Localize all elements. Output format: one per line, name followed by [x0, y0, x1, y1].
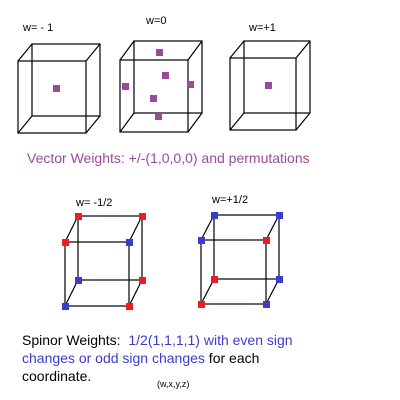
- spinor-weights-caption-line-2: changes or odd sign changes for each: [22, 350, 259, 366]
- vector-cube-label: w=0: [145, 15, 167, 27]
- weight-point: [265, 82, 272, 89]
- weight-point-red: [62, 239, 69, 246]
- spinor-caption-black-1: Spinor Weights:: [22, 332, 128, 348]
- weight-point: [150, 95, 157, 102]
- weight-point-red: [75, 213, 82, 220]
- vector-cube-label: w= - 1: [22, 22, 53, 34]
- weight-point: [53, 85, 60, 92]
- weight-point: [156, 49, 163, 56]
- vector-cube-w-plus-1: w=+1: [229, 22, 311, 131]
- weight-point: [187, 81, 194, 88]
- weight-point-red: [139, 213, 146, 220]
- weight-point-blue: [62, 303, 69, 310]
- weight-point-blue: [276, 276, 283, 283]
- vector-cube-w-0: w=0: [119, 15, 203, 133]
- weight-point: [162, 72, 169, 79]
- cube-wireframe: [64, 215, 143, 307]
- vector-weights-caption-text: Vector Weights: +/-(1,0,0,0) and permuta…: [27, 150, 310, 166]
- spinor-cube-label: w= -1/2: [75, 197, 112, 209]
- weight-point-red: [139, 277, 146, 284]
- weight-point-red: [211, 276, 218, 283]
- vector-cube-w-minus-1: w= - 1: [17, 22, 101, 134]
- spinor-caption-black-3: coordinate.: [22, 368, 91, 384]
- weight-point-blue: [211, 212, 218, 219]
- weight-point-blue: [263, 301, 270, 308]
- spinor-cube-w-minus-half: w= -1/2: [62, 197, 146, 310]
- weight-point: [122, 83, 129, 90]
- spinor-caption-black-2: for each: [205, 350, 259, 366]
- weight-point-blue: [75, 277, 82, 284]
- spinor-caption-blue-2: changes or odd sign changes: [22, 350, 205, 366]
- coordinate-order-note: (w,x,y,z): [157, 379, 189, 389]
- spinor-cube-w-plus-half: w=+1/2: [198, 194, 283, 308]
- spinor-caption-blue-1: 1/2(1,1,1,1) with even sign: [128, 332, 292, 348]
- vector-weights-caption: Vector Weights: +/-(1,0,0,0) and permuta…: [27, 150, 310, 166]
- spinor-weights-caption-line-1: Spinor Weights: 1/2(1,1,1,1) with even s…: [22, 332, 293, 348]
- vector-cube-label: w=+1: [248, 22, 276, 34]
- weight-point: [155, 113, 162, 120]
- cube-wireframe: [200, 214, 280, 305]
- weight-point-red: [126, 303, 133, 310]
- weight-point-blue: [198, 237, 205, 244]
- weight-point-red: [263, 237, 270, 244]
- cube-wireframe: [229, 40, 311, 131]
- weight-point-red: [198, 301, 205, 308]
- spinor-weights-caption-line-3: coordinate.: [22, 368, 91, 384]
- spinor-cube-label: w=+1/2: [211, 194, 248, 206]
- weight-point-blue: [276, 212, 283, 219]
- weight-point-blue: [126, 239, 133, 246]
- cube-wireframe: [119, 40, 203, 133]
- cube-wireframe: [17, 43, 101, 134]
